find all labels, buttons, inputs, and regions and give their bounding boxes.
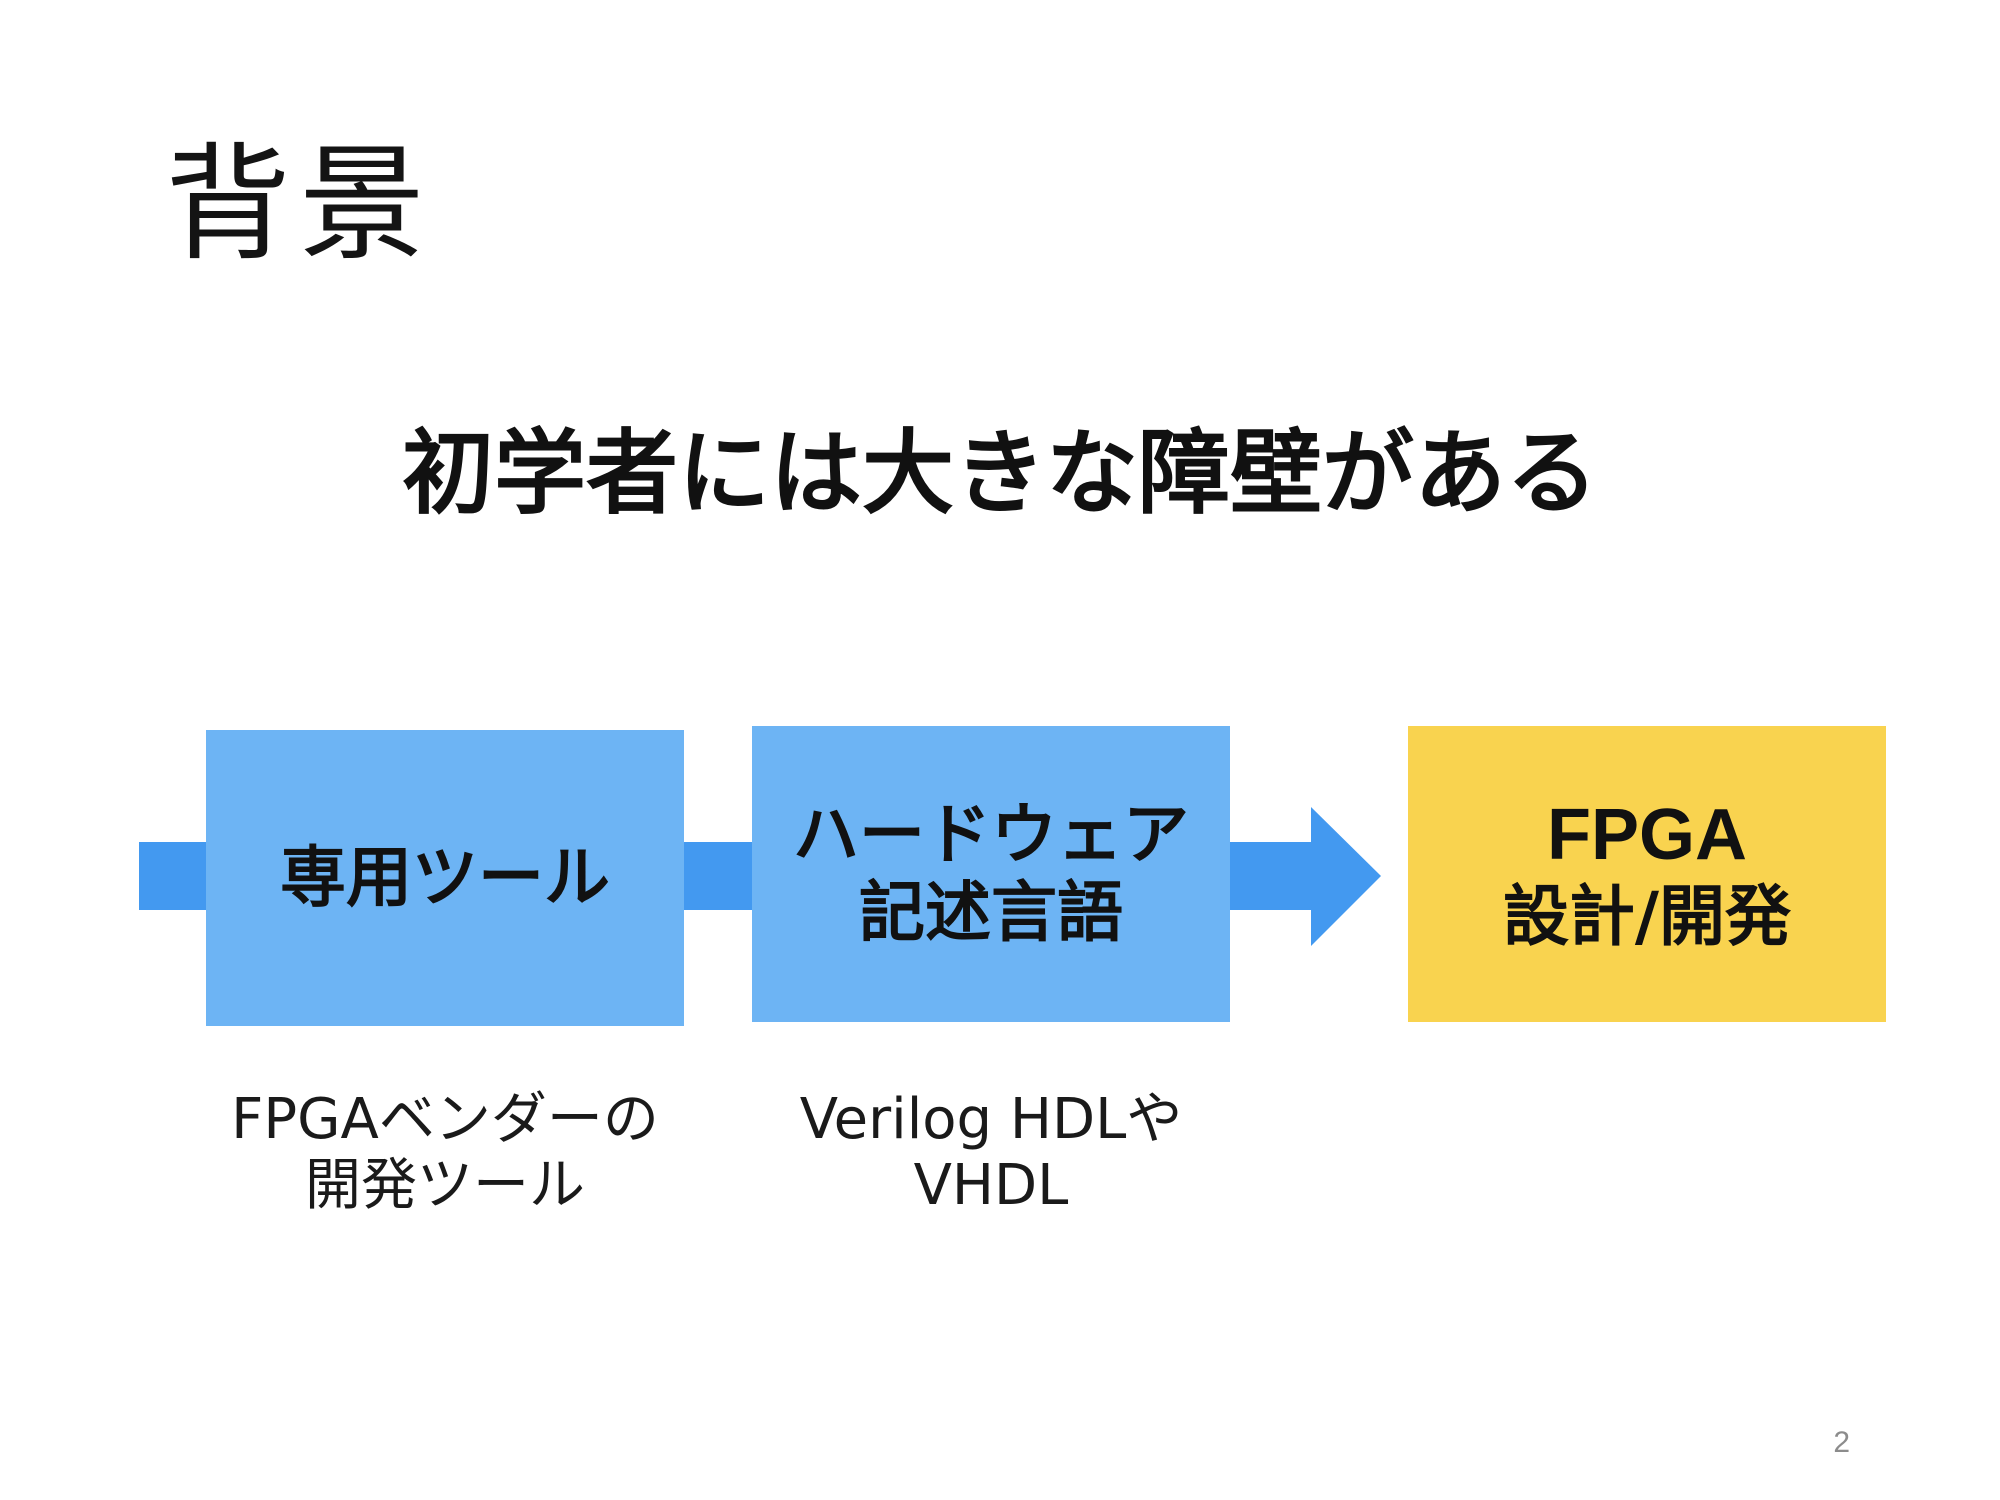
caption-vendor-tools-line-1: FPGAベンダーの <box>231 1087 659 1152</box>
caption-vendor-tools-line-2: 開発ツール <box>305 1153 585 1219</box>
box-fpga-design: FPGA 設計/開発 <box>1408 726 1886 1022</box>
box-dedicated-tools-label: 専用ツール <box>280 839 610 917</box>
headline: 初学者には大きな障壁がある <box>401 420 1598 527</box>
box-hardware-description-language: ハードウェア 記述言語 <box>752 726 1230 1022</box>
caption-vendor-tools: FPGAベンダーの 開発ツール <box>170 1087 720 1219</box>
caption-hdl-examples-line-1: Verilog HDLや <box>799 1087 1183 1152</box>
slide-title: 背景 <box>165 131 433 278</box>
box-hdl-label-line-1: ハードウェア <box>793 796 1189 874</box>
caption-hdl-examples-line-2: VHDL <box>913 1153 1069 1219</box>
caption-hdl-examples: Verilog HDLや VHDL <box>716 1087 1266 1219</box>
box-dedicated-tools: 専用ツール <box>206 730 684 1026</box>
arrow-head <box>1311 807 1381 946</box>
box-hdl-label-line-2: 記述言語 <box>859 874 1123 951</box>
page-number: 2 <box>1833 1426 1850 1459</box>
box-fpga-label-line-1: FPGA <box>1546 794 1747 875</box>
box-fpga-label-line-2: 設計/開発 <box>1502 877 1792 955</box>
